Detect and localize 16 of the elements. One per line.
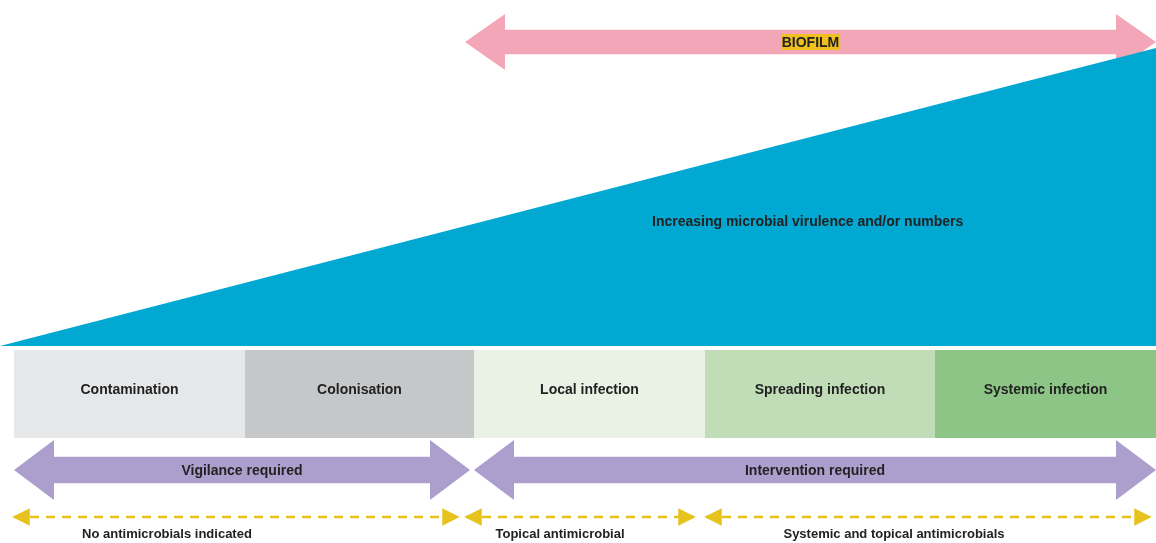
arrow-label: Vigilance required	[181, 462, 303, 478]
stage-band: Contamination	[14, 350, 245, 438]
stage-band: Systemic infection	[935, 350, 1156, 438]
arrow-label: Intervention required	[745, 462, 885, 478]
stage-band: Local infection	[474, 350, 705, 438]
wedge-shape	[0, 48, 1156, 346]
double-arrow	[465, 14, 1156, 70]
treatment-label: Topical antimicrobial	[495, 526, 625, 541]
treatment-label: Systemic and topical antimicrobials	[783, 526, 1005, 541]
arrow-label: BIOFILM	[780, 34, 841, 50]
double-arrow	[474, 440, 1156, 500]
wedge-label: Increasing microbial virulence and/or numbers	[652, 212, 965, 231]
stage-band: Colonisation	[245, 350, 474, 438]
treatment-label: No antimicrobials indicated	[82, 526, 252, 541]
double-arrow	[14, 440, 470, 500]
stage-band: Spreading infection	[705, 350, 935, 438]
